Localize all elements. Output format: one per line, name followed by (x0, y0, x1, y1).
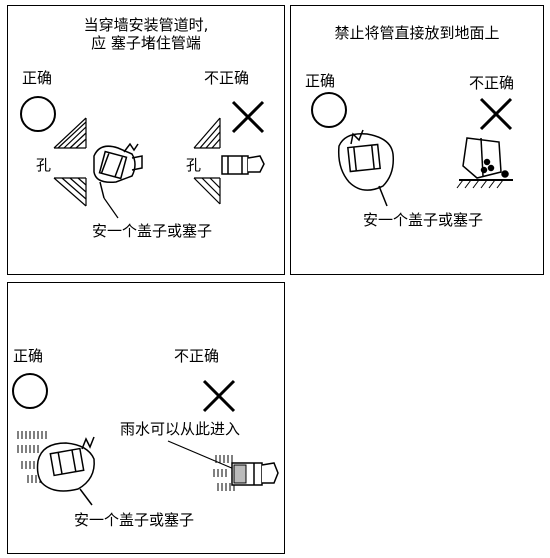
panel1-note-line1: 当穿墙安装管道时, (83, 16, 209, 34)
pipe-with-cap (337, 129, 395, 207)
correct-circle-icon (20, 96, 56, 132)
panel-ground-placement: 禁止将管直接放到地面上 正确 不正确 安一个盖子或塞子 (290, 5, 544, 275)
panel2-cap-caption: 安一个盖子或塞子 (363, 211, 484, 229)
incorrect-cross-icon (479, 97, 513, 131)
panel3-rain-note: 雨水可以从此进入 (120, 420, 241, 438)
pipe-with-cap (36, 436, 95, 506)
rain-lines-right (213, 455, 235, 491)
panel-wall-penetration: 当穿墙安装管道时, 应 塞子堵住管端 正确 不正确 孔 孔 安一个盖子或塞子 (7, 5, 285, 275)
panel2-illustration (311, 92, 513, 207)
incorrect-cross-icon (202, 379, 236, 413)
panel1-correct-label: 正确 (22, 69, 53, 87)
panel2-incorrect-label: 不正确 (469, 74, 515, 92)
panel3-illustration (12, 373, 279, 506)
correct-circle-icon (311, 92, 347, 128)
incorrect-cross-icon (231, 100, 265, 134)
pipe-open (221, 155, 265, 175)
wall-left (53, 117, 87, 207)
pipe-open (231, 462, 279, 486)
panel3-incorrect-label: 不正确 (174, 347, 220, 365)
panel1-cap-caption: 安一个盖子或塞子 (92, 222, 213, 240)
panel1-incorrect-label: 不正确 (204, 69, 250, 87)
panel1-illustration (20, 96, 265, 219)
panel2-note: 禁止将管直接放到地面上 (334, 24, 500, 42)
panel3-cap-caption: 安一个盖子或塞子 (74, 511, 195, 529)
panel1-hole-label-left: 孔 (36, 156, 52, 174)
panel3-correct-label: 正确 (13, 347, 44, 365)
panel2-correct-label: 正确 (305, 72, 336, 90)
pipe-with-cap (93, 142, 143, 199)
panel-rain-protection: 正确 不正确 雨水可以从此进入 安一个盖子或塞子 (7, 282, 285, 554)
panel1-note-line2: 应 塞子堵住管端 (91, 34, 201, 52)
pipe-on-ground (456, 137, 513, 189)
wall-right (193, 117, 221, 205)
panel1-hole-label-right: 孔 (186, 156, 202, 174)
correct-circle-icon (12, 373, 48, 409)
